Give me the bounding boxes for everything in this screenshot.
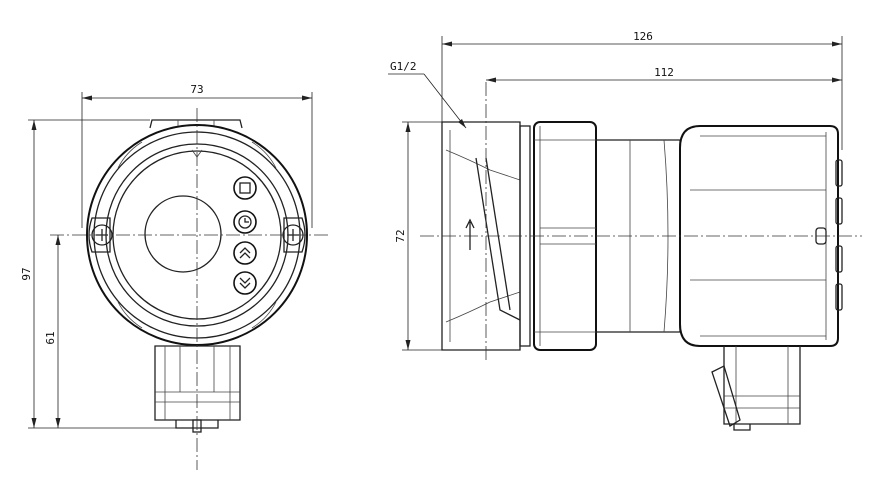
- side-button-nub: [835, 197, 843, 225]
- dim-front-width: 73: [81, 83, 313, 228]
- side-connector-body: [723, 346, 801, 425]
- side-button-nub: [835, 283, 843, 311]
- dim-side-length-body-label: 112: [654, 66, 674, 79]
- side-fitting-curve: [445, 291, 521, 323]
- down-button-icon: [233, 271, 257, 295]
- front-rib: [251, 141, 277, 169]
- dim-front-width-label: 73: [190, 83, 203, 96]
- dim-front-height-total: 97: [20, 119, 176, 429]
- dim-side-length-total-label: 126: [633, 30, 653, 43]
- side-connector-tip: [733, 424, 751, 431]
- side-fitting-body: [441, 121, 521, 351]
- dim-side-height-label: 72: [394, 229, 407, 242]
- side-view: [420, 82, 862, 431]
- flow-arrow-icon: [465, 218, 475, 250]
- front-rib: [117, 301, 143, 329]
- dim-front-height-lower-label: 61: [44, 331, 57, 344]
- side-fitting-diagonal: [475, 157, 521, 321]
- front-rib: [251, 301, 277, 329]
- side-button-nub: [835, 159, 843, 187]
- thread-callout: G1/2: [388, 60, 467, 129]
- side-connector-latch: [711, 365, 741, 427]
- side-button-nub: [835, 245, 843, 273]
- front-top-clip: [149, 119, 243, 129]
- side-housing: [679, 125, 839, 347]
- front-connector-body: [154, 345, 241, 421]
- dim-side-height: 72: [394, 121, 442, 351]
- dim-front-height-total-label: 97: [20, 267, 33, 280]
- front-rib: [117, 141, 143, 169]
- side-fitting-curve: [445, 149, 521, 181]
- thread-label: G1/2: [390, 60, 417, 73]
- up-button-icon: [233, 241, 257, 265]
- dim-side-length-body: 112: [486, 66, 842, 83]
- clock-button-icon: [233, 210, 257, 234]
- front-view: [50, 108, 330, 470]
- right-mount-ear: [283, 217, 306, 253]
- dim-front-height-lower: 61: [44, 235, 61, 428]
- front-display-circle: [144, 195, 222, 273]
- stop-button-icon: [233, 176, 257, 200]
- left-mount-ear: [88, 217, 111, 253]
- dim-side-length-total: 126: [441, 30, 843, 150]
- side-fitting-diagonal: [485, 157, 511, 311]
